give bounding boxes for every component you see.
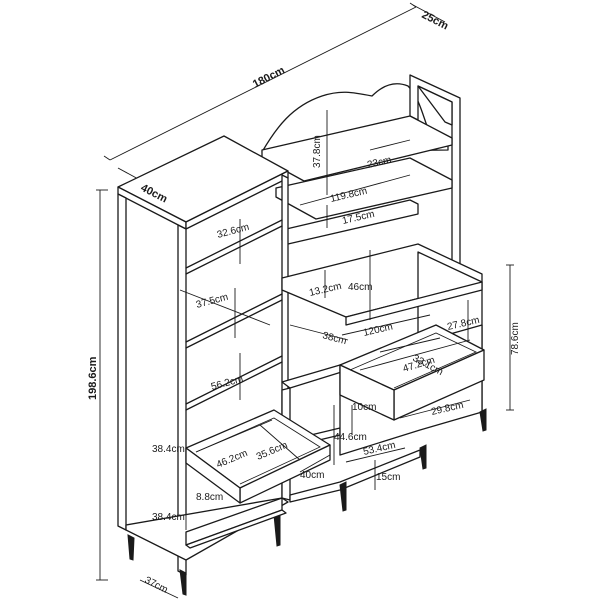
label-lower-depth: 40cm <box>300 470 324 481</box>
top-back-panel <box>261 74 461 269</box>
center-body <box>281 243 487 512</box>
label-open-width: 120cm <box>362 321 394 338</box>
label-open-height: 46cm <box>348 282 372 293</box>
label-total-width: 180cm <box>251 64 287 90</box>
label-right-height: 78.6cm <box>510 322 521 355</box>
label-total-height: 198.6cm <box>87 356 99 400</box>
label-depth-top: 25cm <box>420 9 451 33</box>
label-inner-depth: 38cm <box>321 330 347 347</box>
label-tower-depth-bottom: 37cm <box>143 575 170 596</box>
left-drawer <box>185 409 331 549</box>
label-left-drawer-section-2: 38.4cm <box>152 512 185 523</box>
label-left-drawer-height: 8.8cm <box>196 492 223 503</box>
label-lower-height: 44.6cm <box>334 432 367 443</box>
label-top-shelf-depth: 23cm <box>366 155 392 171</box>
label-top-shelf-height: 37.8cm <box>312 135 323 168</box>
label-drawer-height-right: 10cm <box>352 402 376 413</box>
dimension-arrows <box>96 110 514 599</box>
label-tower-shelf-2: 37.5cm <box>195 292 230 311</box>
label-left-drawer-section-1: 38.4cm <box>152 444 185 455</box>
label-foot-height: 15cm <box>376 472 400 483</box>
